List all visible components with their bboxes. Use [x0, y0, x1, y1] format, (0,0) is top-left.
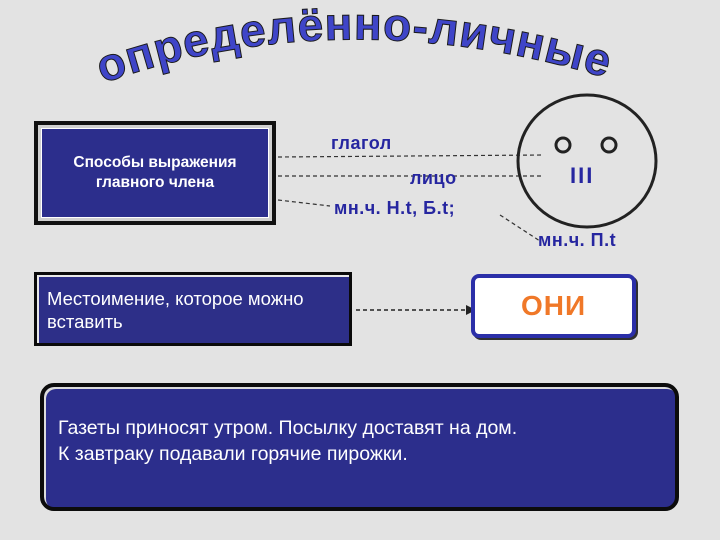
- example-line-2: К завтраку подавали горячие пирожки.: [58, 443, 408, 465]
- label-past: мн.ч. П.t: [538, 230, 617, 250]
- examples-box: Газеты приносят утром. Посылку доставят …: [40, 383, 679, 511]
- face-left-eye: [554, 136, 572, 154]
- heading-wordart: определённо-личные: [89, 0, 618, 93]
- oni-box: ОНИ: [471, 274, 636, 338]
- methods-box: Способы выражения главного члена: [34, 121, 276, 225]
- pronoun-box: Местоимение, которое можно вставить: [34, 272, 352, 346]
- label-person: лицо: [410, 168, 457, 188]
- methods-box-text: Способы выражения главного члена: [41, 128, 269, 218]
- face-circle: [516, 93, 658, 229]
- example-line-1: Газеты приносят утром. Посылку доставят …: [58, 417, 518, 439]
- label-tense: мн.ч. Н.t, Б.t;: [334, 198, 456, 218]
- label-third-person: III: [570, 163, 595, 188]
- label-verb: глагол: [331, 133, 392, 153]
- face-right-eye: [600, 136, 618, 154]
